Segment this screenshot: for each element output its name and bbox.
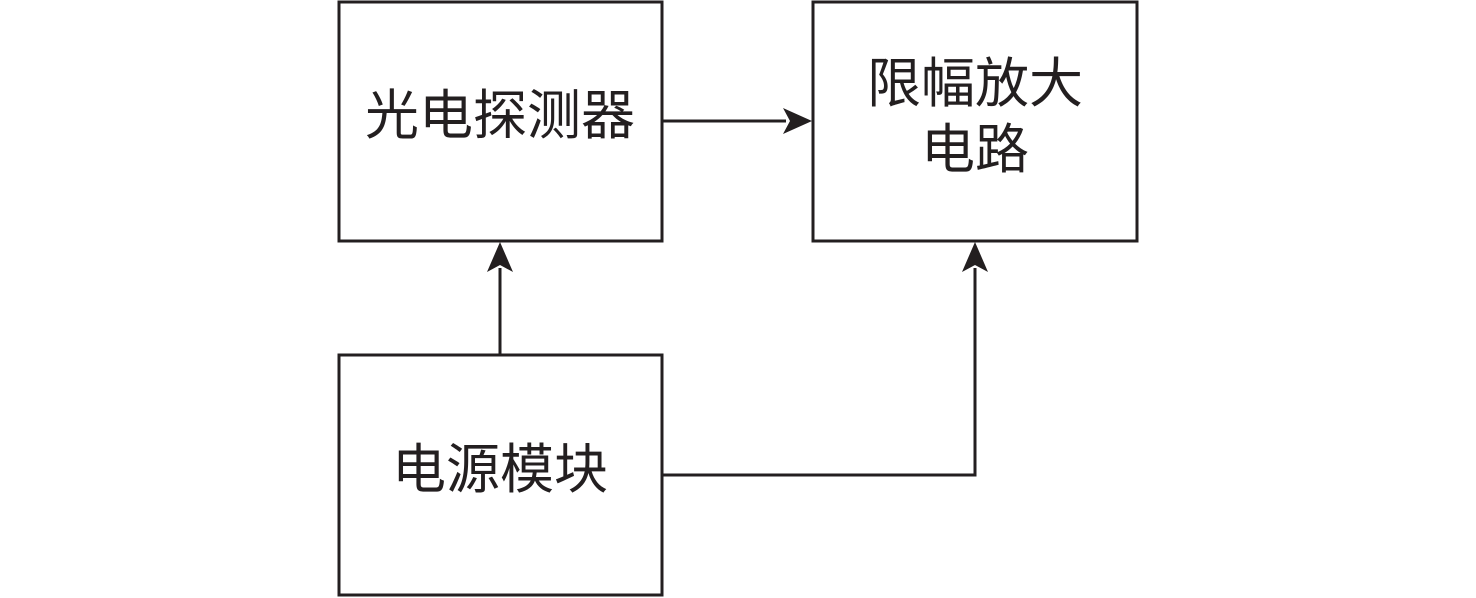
arrowhead-up-icon (962, 242, 988, 272)
limiting-amplifier-label-line1: 限幅放大 (867, 52, 1083, 115)
arrow-photodetector-to-amplifier (662, 108, 812, 134)
arrowhead-up-icon (487, 242, 513, 272)
arrowhead-right-icon (783, 108, 812, 134)
photodetector-box (337, 0, 664, 243)
photodetector-block: 光电探测器 (337, 0, 664, 243)
limiting-amplifier-box (811, 0, 1139, 243)
power-module-label: 电源模块 (392, 438, 608, 501)
arrow-power-to-photodetector (487, 242, 513, 355)
limiting-amplifier-label-line2: 电路 (921, 118, 1029, 181)
connector-line (662, 268, 977, 477)
photodetector-label: 光电探测器 (365, 84, 635, 147)
power-module-block: 电源模块 (337, 353, 664, 597)
arrow-power-to-amplifier (662, 242, 988, 477)
limiting-amplifier-block: 限幅放大 电路 (811, 0, 1139, 243)
